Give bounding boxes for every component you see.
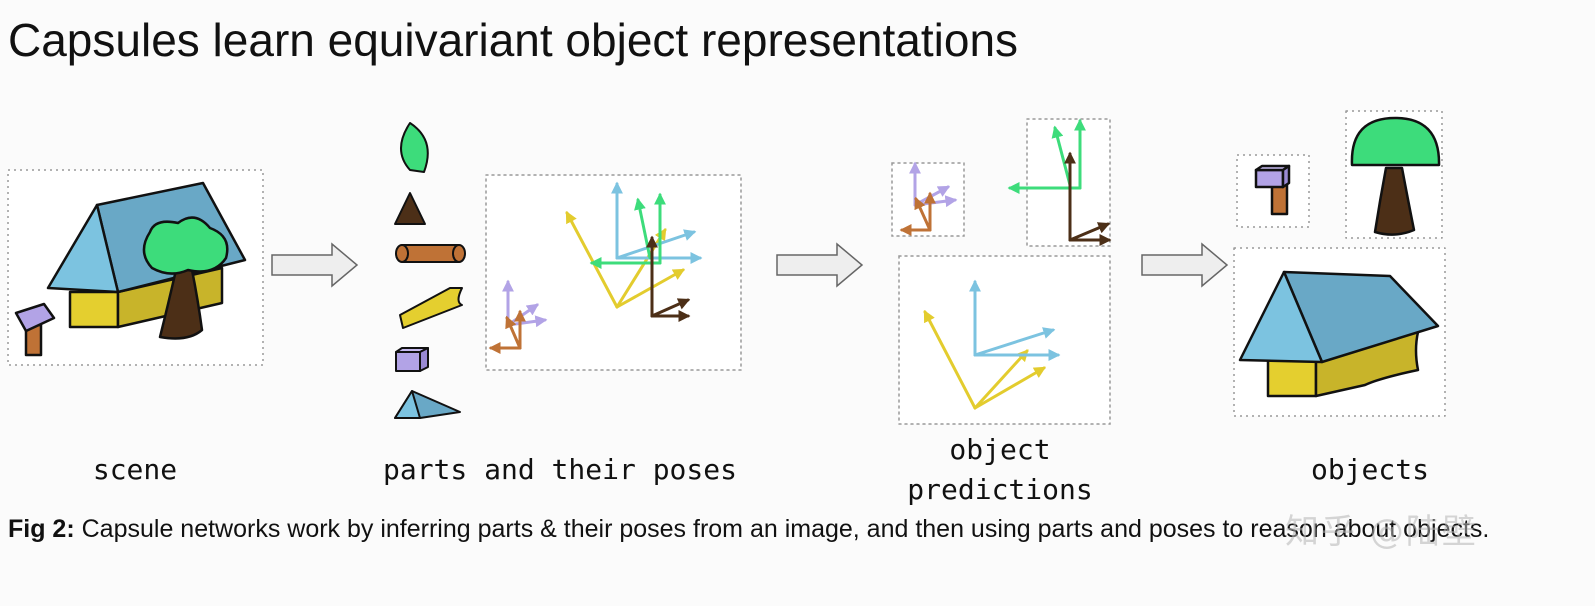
caption-prefix: Fig 2: bbox=[8, 515, 75, 543]
part-leaf-shape bbox=[400, 122, 429, 173]
label-scene: scene bbox=[92, 453, 178, 486]
label-object-predictions-line1: object bbox=[949, 433, 1051, 466]
label-object-predictions-line2: predictions bbox=[907, 473, 1093, 506]
part-cylinder-shape bbox=[395, 244, 466, 263]
scene-panel bbox=[7, 169, 264, 366]
parts-column bbox=[394, 122, 466, 419]
flow-arrow-1 bbox=[271, 242, 359, 288]
objects-panel bbox=[1233, 110, 1446, 417]
object-hammer bbox=[1254, 164, 1291, 216]
predictions-panel bbox=[891, 118, 1112, 425]
flow-arrow-2 bbox=[776, 242, 864, 288]
part-roof-shape bbox=[394, 390, 461, 419]
figure-title: Capsules learn equivariant object repres… bbox=[8, 14, 1019, 66]
flow-arrow-3 bbox=[1141, 242, 1229, 288]
caption-text: Capsule networks work by inferring parts… bbox=[74, 515, 1490, 543]
object-house bbox=[1238, 270, 1440, 398]
scene-tree bbox=[142, 216, 229, 340]
object-tree bbox=[1350, 116, 1441, 236]
watermark: 知乎 @陆壁 bbox=[1285, 512, 1478, 552]
part-cone-shape bbox=[394, 192, 426, 225]
figure-caption: Fig 2: Capsule networks work by inferrin… bbox=[8, 506, 1568, 552]
label-objects: objects bbox=[1310, 453, 1429, 486]
part-cube-shape bbox=[395, 347, 429, 372]
poses-panel bbox=[485, 174, 742, 371]
part-plank-shape bbox=[399, 287, 463, 329]
scene-hammer bbox=[14, 302, 56, 357]
label-parts-and-poses: parts and their poses bbox=[382, 453, 737, 486]
